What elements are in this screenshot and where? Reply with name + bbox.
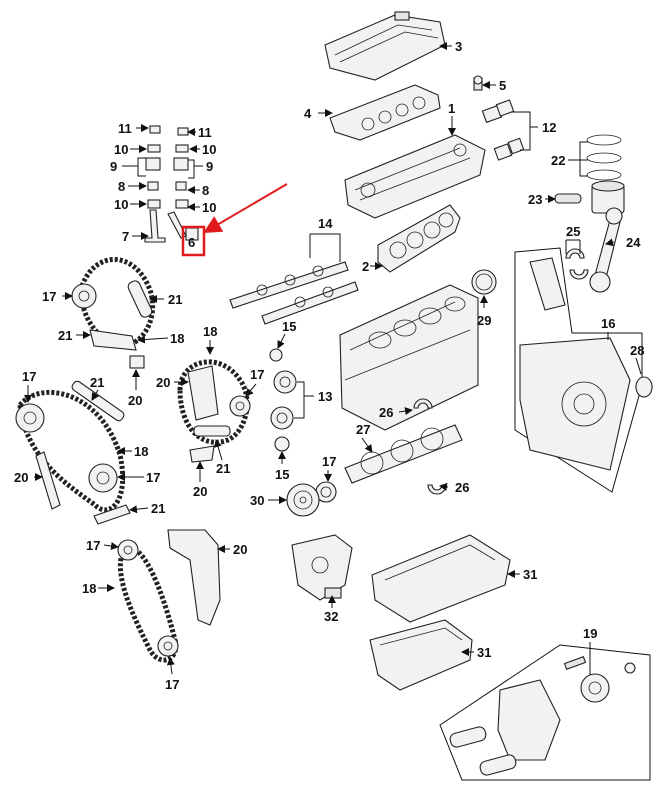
callout-16: 16 (601, 316, 615, 331)
balance-shaft-box (439, 644, 651, 781)
callout-4: 4 (304, 106, 312, 121)
rod-bearings (565, 248, 589, 280)
callout-31-lower: 31 (477, 645, 491, 660)
oil-pan-lower (369, 619, 473, 691)
callout-17-crank: 17 (322, 454, 336, 469)
callout-11-left: 11 (118, 121, 132, 136)
callout-5: 5 (499, 78, 506, 93)
callout-18-b: 18 (134, 444, 148, 459)
highlight-part-6 (181, 183, 288, 257)
callout-10-a: 10 (114, 142, 128, 157)
cylinder-head (344, 134, 486, 219)
callout-18-a: 18 (170, 331, 184, 346)
callout-17-e: 17 (86, 538, 100, 553)
callout-30: 30 (250, 493, 264, 508)
callout-14: 14 (318, 216, 333, 231)
valvetrain-right (167, 127, 199, 241)
callout-labels: 3 4 5 1 12 22 23 25 24 14 2 29 16 28 15 … (14, 39, 644, 692)
callout-21-e: 21 (216, 461, 230, 476)
cam-adjusters (269, 348, 297, 452)
oil-pan-upper (371, 534, 511, 623)
timing-chain-bottom (117, 529, 221, 663)
valve-cover (324, 11, 446, 81)
callout-24: 24 (626, 235, 641, 250)
callout-12: 12 (542, 120, 556, 135)
timing-chain-lower-left (15, 380, 131, 525)
callout-22: 22 (551, 153, 565, 168)
callout-15-top: 15 (282, 319, 296, 334)
callout-9-left: 9 (110, 159, 117, 174)
callout-21-c: 21 (90, 375, 104, 390)
callout-13: 13 (318, 389, 332, 404)
callout-28: 28 (630, 343, 644, 358)
callout-21-b: 21 (58, 328, 72, 343)
callout-10-b: 10 (202, 142, 216, 157)
head-gasket (377, 204, 461, 273)
engine-block (339, 284, 479, 431)
callout-10-d: 10 (202, 200, 216, 215)
rear-main-seal (471, 269, 497, 295)
callout-7: 7 (122, 229, 129, 244)
callout-23: 23 (528, 192, 542, 207)
callout-20-b: 20 (14, 470, 28, 485)
callout-29: 29 (477, 313, 491, 328)
callout-2: 2 (362, 259, 369, 274)
callout-26-top: 26 (379, 405, 393, 420)
leader-lines (24, 42, 642, 675)
connecting-rod (589, 207, 623, 293)
callout-17-a: 17 (42, 289, 56, 304)
valvetrain-left (144, 125, 166, 243)
main-bearings (413, 398, 447, 495)
camshafts (229, 261, 359, 325)
callout-20-d: 20 (193, 484, 207, 499)
oil-pump (291, 534, 353, 601)
harmonic-balancer (286, 483, 320, 517)
callout-18-c: 18 (203, 324, 217, 339)
callout-21-a: 21 (168, 292, 182, 307)
callout-21-d: 21 (151, 501, 165, 516)
callout-8-left: 8 (118, 179, 125, 194)
callout-6: 6 (188, 235, 195, 250)
timing-chain-middle (177, 359, 251, 463)
piston-and-pin (554, 180, 625, 214)
callout-20-e: 20 (233, 542, 247, 557)
callout-25: 25 (566, 224, 580, 239)
callout-17-f: 17 (165, 677, 179, 692)
lifters (481, 99, 525, 161)
bolt-part-5 (473, 75, 483, 91)
crankshaft (344, 424, 463, 484)
timing-chain-upper-left (71, 257, 156, 369)
callout-18-d: 18 (82, 581, 96, 596)
callout-17-c: 17 (146, 470, 160, 485)
adapter-plate-box (514, 247, 653, 493)
callout-15-bottom: 15 (275, 467, 289, 482)
callout-20-a: 20 (128, 393, 142, 408)
callout-9-right: 9 (206, 159, 213, 174)
callout-17-d: 17 (250, 367, 264, 382)
callout-11-right: 11 (198, 125, 212, 140)
callout-20-c: 20 (156, 375, 170, 390)
callout-8-right: 8 (202, 183, 209, 198)
callout-19: 19 (583, 626, 597, 641)
callout-27: 27 (356, 422, 370, 437)
callout-10-c: 10 (114, 197, 128, 212)
callout-17-b: 17 (22, 369, 36, 384)
callout-32: 32 (324, 609, 338, 624)
callout-3: 3 (455, 39, 462, 54)
piston-rings (586, 134, 622, 181)
callout-31-upper: 31 (523, 567, 537, 582)
callout-1: 1 (448, 101, 455, 116)
valve-cover-gasket (329, 84, 441, 141)
callout-26-bottom: 26 (455, 480, 469, 495)
